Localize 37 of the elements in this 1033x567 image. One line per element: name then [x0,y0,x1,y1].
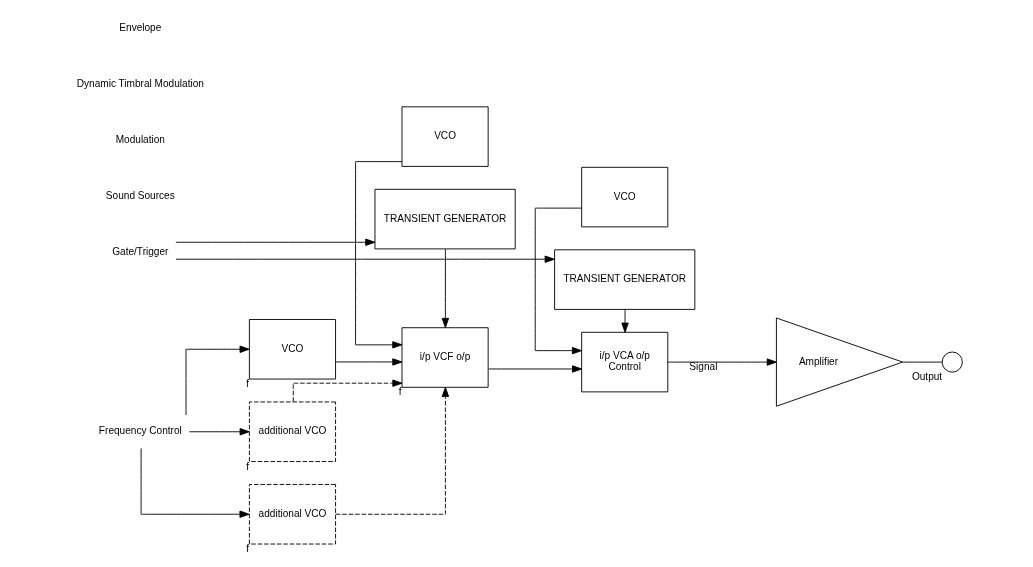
label: Modulation [115,133,165,145]
arrow [185,345,250,416]
node-box: additional VCO [248,401,336,462]
node-label: f [246,460,249,472]
node-text: Gate/Trigger [112,245,169,257]
node-box: VCO [581,166,669,228]
node-label: Output [911,371,943,383]
arrow [441,248,450,328]
node-box: additional VCO [248,484,336,545]
arrow [534,207,582,355]
node-box: i/p VCF o/p [401,327,489,388]
node-box: TRANSIENT GENERATOR [554,249,696,310]
label: Dynamic Timbral Modulation [76,77,204,89]
arrow [292,379,403,403]
arrow [355,161,403,349]
arrow [140,448,250,518]
arrow [175,238,376,246]
node-label: f [246,378,249,390]
node-label: f [398,386,402,398]
arrow [335,358,403,366]
arrow [488,365,583,373]
arrow [175,255,555,263]
arrow [335,386,450,515]
edge-label: Signal [689,361,718,373]
node-box: VCO [401,106,489,167]
node-text: Frequency Control [98,425,182,437]
arrow [188,428,250,436]
node-box: TRANSIENT GENERATOR [374,188,516,250]
node-circle [941,351,963,373]
node-box: VCO [248,319,336,380]
label: Envelope [119,22,162,34]
node-box: i/p VCA o/p Control [581,331,669,393]
node-label: f [246,543,249,555]
arrow [621,309,629,333]
connector [902,361,943,363]
arrow [667,358,777,366]
label: Sound Sources [105,189,175,201]
